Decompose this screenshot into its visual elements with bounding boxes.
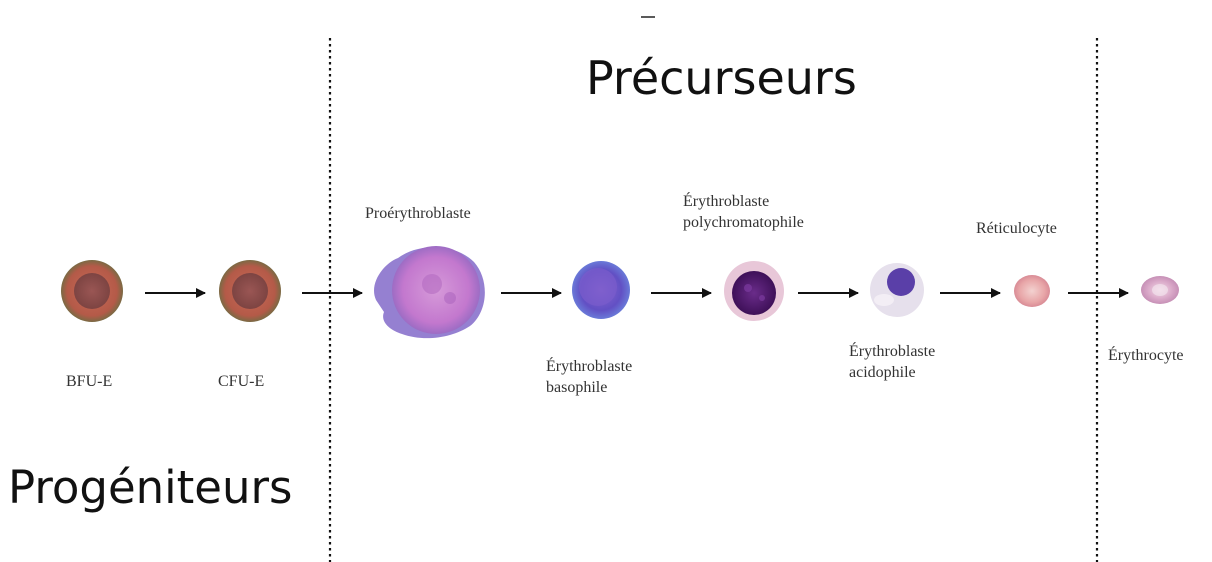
label-basophilic-line-1: Érythroblaste [546, 356, 632, 377]
cell-bfu-e-image [61, 260, 123, 322]
cell-cfu-e-image [219, 260, 281, 322]
label-polychromatophilic-line-2: polychromatophile [683, 212, 804, 233]
label-polychromatophilic: Érythroblaste polychromatophile [683, 191, 804, 233]
section-title-precursors: Précurseurs [586, 55, 857, 101]
cell-reticulocyte-image [1014, 275, 1050, 307]
label-bfu-e: BFU-E [66, 371, 112, 392]
cell-acidophilic-image [870, 263, 924, 317]
label-reticulocyte: Réticulocyte [976, 218, 1057, 239]
cell-erythrocyte-image [1141, 276, 1179, 304]
label-acidophilic-line-2: acidophile [849, 362, 935, 383]
label-erythrocyte-line: Érythrocyte [1108, 345, 1184, 366]
label-basophilic-line-2: basophile [546, 377, 632, 398]
label-cfu-e-line: CFU-E [218, 371, 264, 392]
cell-proerythroblast-image [374, 246, 485, 338]
label-acidophilic-line-1: Érythroblaste [849, 341, 935, 362]
label-acidophilic: Érythroblaste acidophile [849, 341, 935, 383]
section-title-progenitors: Progéniteurs [8, 465, 292, 510]
label-basophilic: Érythroblaste basophile [546, 356, 632, 398]
label-bfu-e-line: BFU-E [66, 371, 112, 392]
cell-polychromatophilic-image [724, 261, 784, 321]
label-cfu-e: CFU-E [218, 371, 264, 392]
label-proerythroblast-line: Proérythroblaste [365, 203, 471, 224]
cell-basophilic-image [572, 261, 630, 319]
label-proerythroblast: Proérythroblaste [365, 203, 471, 224]
label-reticulocyte-line: Réticulocyte [976, 218, 1057, 239]
label-erythrocyte: Érythrocyte [1108, 345, 1184, 366]
label-polychromatophilic-line-1: Érythroblaste [683, 191, 804, 212]
